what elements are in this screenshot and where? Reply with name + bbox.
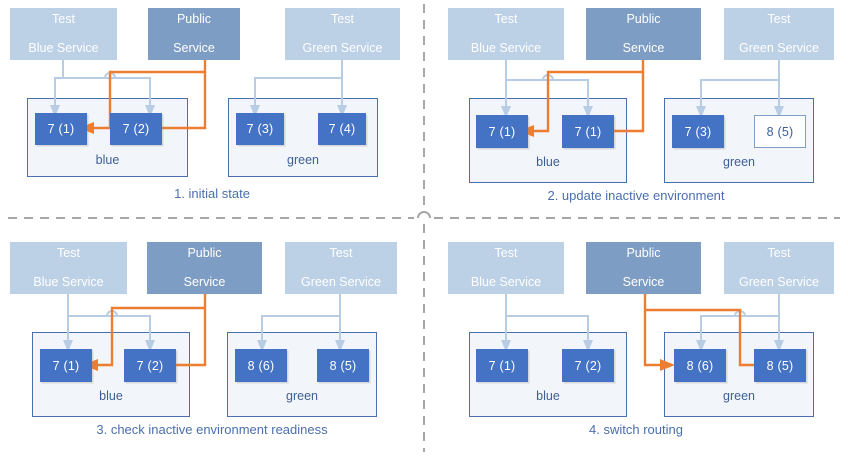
- service-public-line2: Service: [622, 275, 665, 290]
- instance-green-1[interactable]: 7 (3): [672, 115, 724, 148]
- service-public[interactable]: Public Service: [148, 8, 240, 60]
- service-public-line2: Service: [173, 41, 215, 56]
- panel-2: Test Blue Service Public Service Test Gr…: [424, 0, 848, 228]
- service-test-green-line2: Green Service: [301, 275, 381, 290]
- instance-label: 7 (3): [684, 124, 712, 139]
- instance-label: 8 (5): [766, 124, 794, 139]
- instance-green-2[interactable]: 8 (5): [754, 349, 806, 382]
- service-test-blue[interactable]: Test Blue Service: [10, 242, 127, 294]
- instance-green-2[interactable]: 8 (5): [317, 349, 369, 382]
- service-test-green-line1: Test: [767, 246, 791, 261]
- service-test-green[interactable]: Test Green Service: [724, 8, 834, 60]
- instance-green-1[interactable]: 8 (6): [674, 349, 726, 382]
- instance-label: 7 (2): [122, 122, 150, 136]
- instance-blue-1[interactable]: 7 (1): [476, 349, 528, 382]
- instance-blue-1[interactable]: 7 (1): [40, 349, 92, 382]
- environment-green-label: green: [287, 153, 319, 167]
- service-test-green[interactable]: Test Green Service: [285, 8, 400, 60]
- service-public-line2: Service: [183, 275, 226, 290]
- service-test-green-line2: Green Service: [739, 41, 819, 56]
- panel-4: Test Blue Service Public Service Test Gr…: [424, 228, 848, 456]
- service-public-line1: Public: [187, 246, 222, 261]
- service-test-green-line1: Test: [767, 12, 791, 27]
- service-test-green[interactable]: Test Green Service: [724, 242, 834, 294]
- service-test-green[interactable]: Test Green Service: [285, 242, 397, 294]
- service-test-blue-line1: Test: [494, 246, 518, 261]
- environment-green-label: green: [723, 389, 755, 403]
- service-test-green-line2: Green Service: [739, 275, 819, 290]
- instance-label: 7 (1): [488, 358, 516, 373]
- instance-blue-2[interactable]: 7 (1): [562, 115, 614, 148]
- environment-green-label: green: [286, 389, 318, 403]
- instance-blue-1[interactable]: 7 (1): [35, 113, 87, 145]
- instance-green-2[interactable]: 7 (4): [318, 113, 366, 145]
- instance-label: 7 (1): [52, 358, 80, 373]
- service-test-blue[interactable]: Test Blue Service: [448, 8, 564, 60]
- instance-blue-1[interactable]: 7 (1): [476, 115, 528, 148]
- instance-blue-2[interactable]: 7 (2): [110, 113, 162, 145]
- instance-label: 8 (5): [766, 358, 794, 373]
- service-test-blue[interactable]: Test Blue Service: [448, 242, 564, 294]
- panel-caption: 4. switch routing: [589, 422, 683, 437]
- service-public-line1: Public: [626, 246, 661, 261]
- service-public[interactable]: Public Service: [586, 242, 701, 294]
- service-test-blue[interactable]: Test Blue Service: [10, 8, 117, 60]
- instance-label: 8 (6): [247, 358, 275, 373]
- panel-caption: 2. update inactive environment: [547, 188, 725, 203]
- instance-green-2[interactable]: 8 (5): [754, 115, 806, 148]
- service-test-blue-line2: Blue Service: [33, 275, 104, 290]
- panel-1: Test Blue Service Public Service Test Gr…: [0, 0, 424, 228]
- service-test-blue-line1: Test: [52, 12, 75, 27]
- instance-label: 7 (1): [488, 124, 516, 139]
- service-public-line2: Service: [622, 41, 665, 56]
- panel-3: Test Blue Service Public Service Test Gr…: [0, 228, 424, 456]
- instance-label: 8 (5): [329, 358, 357, 373]
- environment-blue-label: blue: [536, 389, 560, 403]
- service-test-blue-line2: Blue Service: [470, 41, 542, 56]
- instance-label: 7 (4): [328, 122, 356, 136]
- service-test-green-line1: Test: [331, 12, 354, 27]
- instance-label: 7 (1): [47, 122, 75, 136]
- instance-blue-2[interactable]: 7 (2): [124, 349, 176, 382]
- environment-green-label: green: [723, 155, 755, 169]
- service-test-blue-line1: Test: [494, 12, 518, 27]
- panel-caption: 1. initial state: [174, 186, 250, 201]
- panel-caption: 3. check inactive environment readiness: [96, 422, 328, 437]
- service-public[interactable]: Public Service: [586, 8, 701, 60]
- service-test-blue-line2: Blue Service: [28, 41, 99, 56]
- service-public[interactable]: Public Service: [147, 242, 262, 294]
- instance-label: 7 (2): [574, 358, 602, 373]
- service-public-line1: Public: [176, 12, 212, 27]
- instance-blue-2[interactable]: 7 (2): [562, 349, 614, 382]
- instance-label: 7 (3): [246, 122, 274, 136]
- service-test-blue-line1: Test: [57, 246, 80, 261]
- environment-blue-label: blue: [99, 389, 123, 403]
- service-public-line1: Public: [626, 12, 661, 27]
- instance-label: 7 (1): [574, 124, 602, 139]
- instance-green-1[interactable]: 7 (3): [236, 113, 284, 145]
- instance-label: 7 (2): [136, 358, 164, 373]
- service-test-green-line1: Test: [329, 246, 353, 261]
- instance-green-1[interactable]: 8 (6): [235, 349, 287, 382]
- service-test-blue-line2: Blue Service: [470, 275, 542, 290]
- instance-label: 8 (6): [686, 358, 714, 373]
- environment-blue-label: blue: [536, 155, 560, 169]
- environment-blue-label: blue: [95, 153, 120, 167]
- service-test-green-line2: Green Service: [302, 41, 383, 56]
